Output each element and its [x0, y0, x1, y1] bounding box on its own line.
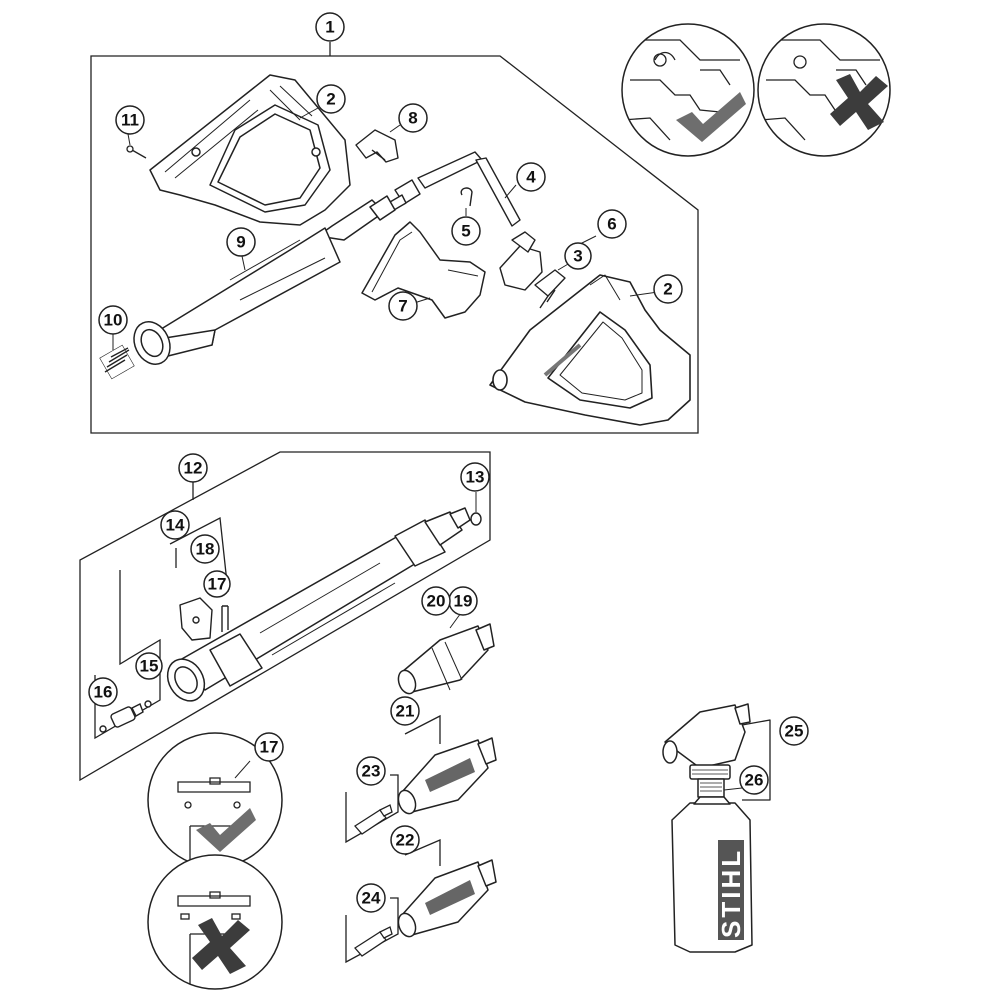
callout-9: 9	[236, 233, 245, 252]
inset-incorrect-top	[757, 23, 891, 157]
inset-correct-bottom	[147, 732, 283, 868]
trigger-lever-part	[361, 221, 486, 319]
nozzle-21-part	[397, 737, 497, 815]
callout-2-upper: 2	[326, 90, 335, 109]
inset-correct-top	[621, 23, 755, 157]
nozzle-inserts	[354, 804, 393, 957]
valve-part	[499, 231, 566, 309]
callout-24: 24	[362, 889, 381, 908]
callout-8: 8	[408, 109, 417, 128]
cross-mark-icon	[830, 74, 888, 130]
callout-22: 22	[396, 831, 415, 850]
callout-21: 21	[396, 702, 415, 721]
nozzle-19-part	[397, 623, 495, 695]
nozzle-22-part	[397, 859, 497, 938]
nozzle-insert-part	[99, 700, 152, 733]
lance-part	[166, 507, 471, 702]
callout-17-upper: 17	[208, 575, 227, 594]
callout-26: 26	[745, 771, 764, 790]
inset-incorrect-bottom	[147, 854, 283, 990]
callout-4: 4	[526, 168, 536, 187]
callout-11: 11	[121, 111, 139, 130]
o-ring-part	[470, 512, 482, 526]
callout-12: 12	[184, 459, 203, 478]
group-12-frame	[79, 451, 491, 782]
cross-mark-icon	[192, 918, 250, 974]
callout-23: 23	[362, 762, 381, 781]
bracket-part	[179, 597, 229, 641]
callout-circles	[88, 12, 809, 913]
group-1-frame	[90, 42, 699, 434]
callout-19: 19	[454, 592, 473, 611]
handle-shell-upper	[149, 74, 351, 226]
trigger-rod-part	[389, 151, 521, 227]
spring-clip-part	[460, 187, 473, 207]
callout-25: 25	[785, 722, 804, 741]
callout-10: 10	[104, 311, 123, 330]
callout-2-lower: 2	[663, 280, 672, 299]
callout-13: 13	[466, 468, 485, 487]
check-mark-icon	[196, 808, 256, 852]
callout-20: 20	[427, 592, 446, 611]
callout-1: 1	[325, 18, 334, 37]
callout-7: 7	[398, 297, 407, 316]
callout-3: 3	[573, 247, 582, 266]
nozzle-insert-frames	[345, 714, 441, 964]
callout-18: 18	[196, 540, 215, 559]
handle-shell-lower	[489, 274, 691, 426]
callout-6: 6	[607, 215, 616, 234]
spring-part	[99, 344, 135, 380]
screw-part	[126, 145, 147, 159]
callout-14: 14	[166, 516, 185, 535]
callout-15: 15	[140, 657, 159, 676]
callout-5: 5	[461, 222, 470, 241]
callout-16: 16	[94, 683, 113, 702]
foam-bottle-part	[662, 703, 771, 953]
clip-part	[355, 129, 399, 163]
bottle-brand-label: STIHL	[716, 848, 746, 938]
callout-17-lower: 17	[260, 738, 279, 757]
handle-tube-part	[133, 195, 396, 365]
check-mark-icon	[676, 92, 746, 142]
